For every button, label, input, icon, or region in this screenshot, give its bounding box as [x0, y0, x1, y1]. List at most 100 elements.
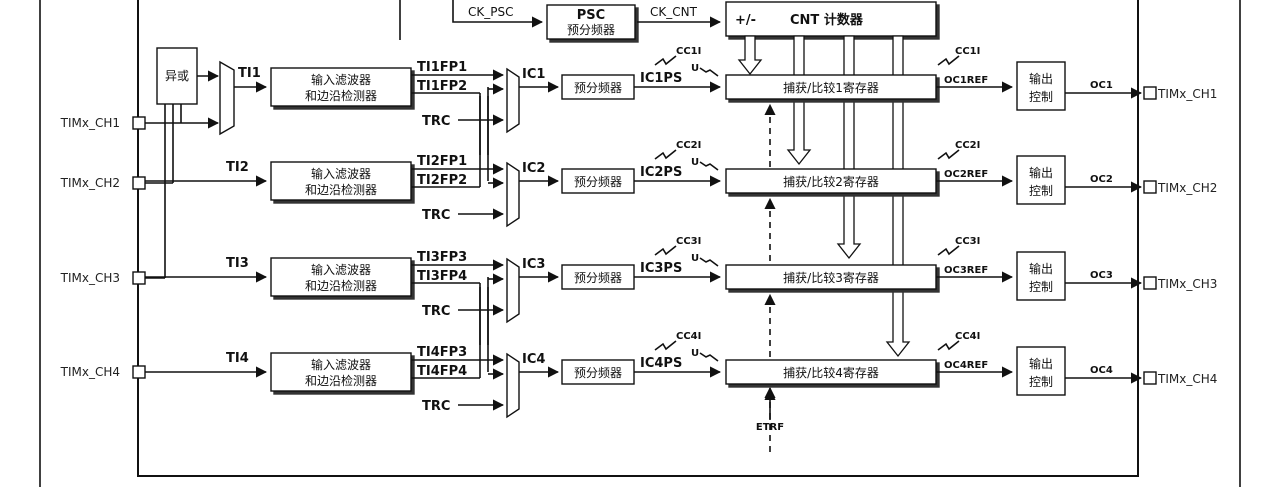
cc-out-label: CC1I [955, 46, 980, 57]
filter-label-2: 和边沿检测器 [305, 88, 377, 103]
fp-b-label: TI1FP2 [417, 79, 467, 94]
output-pin-square [1143, 371, 1157, 385]
oc-label: OC2 [1090, 174, 1113, 185]
cci-label: CC2I [676, 140, 701, 151]
filter-label-1: 输入滤波器 [311, 262, 371, 277]
output-pin-label: TIMx_CH4 [1157, 372, 1217, 386]
filter-label-1: 输入滤波器 [311, 166, 371, 181]
prescaler-label: 预分频器 [574, 271, 622, 285]
input-mux [506, 257, 520, 324]
filter-block [270, 257, 412, 297]
psc-block [546, 4, 636, 40]
cc-out-label: CC4I [955, 331, 980, 342]
cc-out-label: CC3I [955, 236, 980, 247]
prescaler-block [561, 359, 635, 385]
fp-b-label: TI2FP2 [417, 173, 467, 188]
output-pin-label: TIMx_CH2 [1157, 181, 1217, 195]
filter-block [270, 67, 412, 107]
fp-a-label: TI4FP3 [417, 345, 467, 360]
output-pin-square [1143, 86, 1157, 100]
icps-label: IC4PS [640, 356, 682, 371]
output-control-label-1: 输出 [1029, 71, 1053, 86]
ocref-label: OC1REF [944, 75, 988, 86]
ic-label: IC3 [522, 257, 545, 272]
input-mux [506, 161, 520, 228]
cci-label: CC1I [676, 46, 701, 57]
input-pin-square [132, 116, 146, 130]
icps-label: IC1PS [640, 71, 682, 86]
output-control-block [1016, 155, 1066, 205]
xor-label: 异或 [165, 69, 189, 83]
ti-label: TI1 [238, 66, 261, 81]
cci-label: CC3I [676, 236, 701, 247]
output-pin-label: TIMx_CH3 [1157, 277, 1217, 291]
prescaler-label: 预分频器 [574, 81, 622, 95]
timer-block-border [137, 0, 1139, 477]
output-control-label-1: 输出 [1029, 261, 1053, 276]
output-control-label-1: 输出 [1029, 356, 1053, 371]
input-pin-square [132, 365, 146, 379]
trc-label: TRC [422, 399, 450, 414]
input-pin-square [132, 271, 146, 285]
ocref-label: OC3REF [944, 265, 988, 276]
filter-label-2: 和边沿检测器 [305, 373, 377, 388]
prescaler-label: 预分频器 [574, 366, 622, 380]
output-control-label-2: 控制 [1029, 90, 1053, 104]
ccr-register-label: 捕获/比较1寄存器 [783, 80, 879, 95]
psc-subtitle: 预分频器 [567, 23, 615, 37]
ck-psc-label: CK_PSC [468, 5, 513, 19]
ti-label: TI2 [226, 160, 249, 175]
ti-label: TI4 [226, 351, 249, 366]
filter-label-1: 输入滤波器 [311, 357, 371, 372]
ocref-label: OC4REF [944, 360, 988, 371]
output-control-block [1016, 251, 1066, 301]
ccr-register-label: 捕获/比较4寄存器 [783, 365, 879, 380]
output-control-label-2: 控制 [1029, 184, 1053, 198]
cnt-label: CNT 计数器 [790, 12, 864, 28]
update-label: U [691, 63, 699, 74]
trc-label: TRC [422, 304, 450, 319]
ic-label: IC4 [522, 352, 545, 367]
fp-a-label: TI3FP3 [417, 250, 467, 265]
ccr-register-label: 捕获/比较3寄存器 [783, 270, 879, 285]
oc-label: OC4 [1090, 365, 1113, 376]
top-counter-row: CK_PSC PSC 预分频器 CK_CNT +/- CNT 计数器 [399, 0, 937, 40]
prescaler-block [561, 168, 635, 194]
input-pin-label: TIMx_CH1 [60, 116, 120, 130]
update-label: U [691, 253, 699, 264]
trc-label: TRC [422, 208, 450, 223]
ccr-register-label: 捕获/比较2寄存器 [783, 174, 879, 189]
output-control-label-1: 输出 [1029, 165, 1053, 180]
filter-label-2: 和边沿检测器 [305, 278, 377, 293]
update-label: U [691, 157, 699, 168]
icps-label: IC3PS [640, 261, 682, 276]
output-control-label-2: 控制 [1029, 375, 1053, 389]
fp-b-label: TI3FP4 [417, 269, 467, 284]
filter-label-2: 和边沿检测器 [305, 182, 377, 197]
input-mux [506, 352, 520, 419]
xor-stage: 异或 [145, 47, 268, 279]
prescaler-block [561, 74, 635, 100]
oc-label: OC3 [1090, 270, 1113, 281]
psc-title: PSC [577, 8, 605, 23]
input-pin-label: TIMx_CH4 [60, 365, 120, 379]
output-control-block [1016, 61, 1066, 111]
cci-label: CC4I [676, 331, 701, 342]
ccr-register-block [725, 359, 937, 385]
fp-b-label: TI4FP4 [417, 364, 467, 379]
output-pin-square [1143, 180, 1157, 194]
fp-a-label: TI1FP1 [417, 60, 467, 75]
filter-label-1: 输入滤波器 [311, 72, 371, 87]
cnt-sign: +/- [735, 13, 756, 28]
trc-label: TRC [422, 114, 450, 129]
counter-bus-arrows [737, 35, 911, 358]
ccr-register-block [725, 74, 937, 100]
ocref-label: OC2REF [944, 169, 988, 180]
input-mux [506, 67, 520, 134]
input-pin-square [132, 176, 146, 190]
